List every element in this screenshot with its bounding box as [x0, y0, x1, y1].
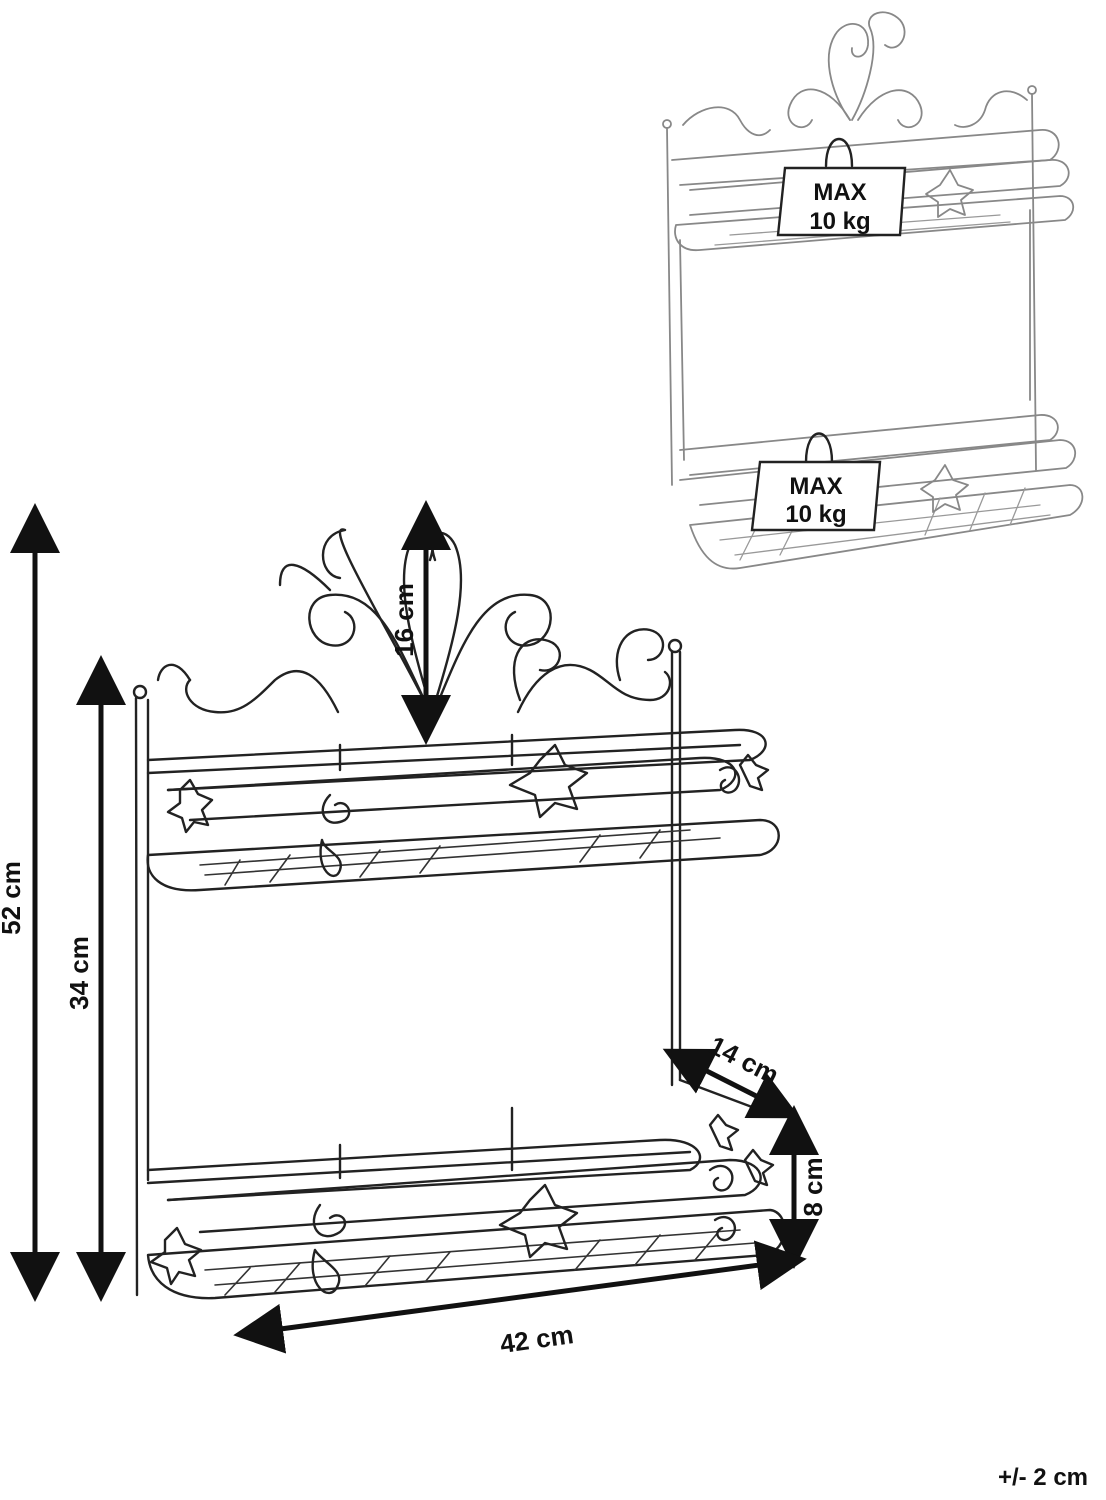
main-shelf [132, 528, 786, 1300]
weight-top-line2: 10 kg [809, 208, 870, 235]
dimension-crest-height: 16 cm [389, 500, 451, 745]
label-crest-height: 16 cm [389, 583, 419, 657]
label-depth: 14 cm [704, 1030, 783, 1090]
tolerance-note: +/- 2 cm [997, 1464, 1088, 1491]
weight-bottom-line1: MAX [789, 473, 842, 500]
dimension-total-height: 52 cm [0, 503, 60, 1302]
weight-bottom: MAX 10 kg [750, 432, 882, 532]
dimension-shelf-height: 34 cm [64, 655, 126, 1302]
dimension-basket-height: 8 cm [769, 1105, 828, 1269]
dimension-width: 42 cm [233, 1240, 807, 1359]
label-total-height: 52 cm [0, 861, 26, 935]
weight-top-line1: MAX [813, 179, 866, 206]
label-width: 42 cm [498, 1319, 575, 1359]
weight-top: MAX 10 kg [776, 137, 907, 237]
label-basket-height: 8 cm [798, 1157, 828, 1216]
dimension-depth: 14 cm [662, 1030, 801, 1119]
weight-bottom-line2: 10 kg [785, 501, 846, 528]
label-shelf-height: 34 cm [64, 936, 94, 1010]
